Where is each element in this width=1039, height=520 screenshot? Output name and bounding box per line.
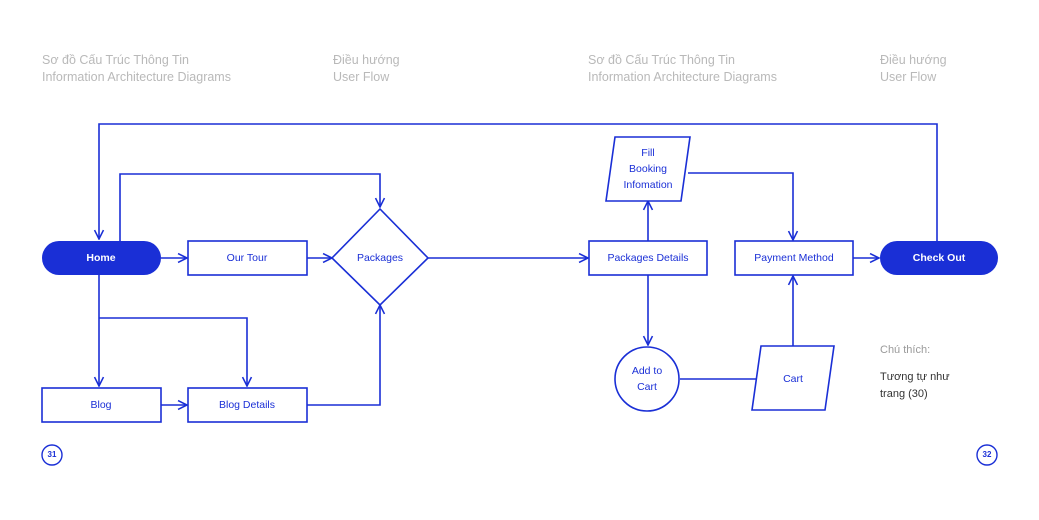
node-add-to-cart-line1: Add to (632, 365, 663, 377)
node-our-tour: Our Tour (187, 240, 308, 276)
page-number-right: 32 (976, 444, 998, 466)
edge-blogdetails-packages (307, 305, 380, 406)
page-number-left: 31 (41, 444, 63, 466)
node-packages: Packages (330, 207, 430, 307)
header-ia-left-en: Information Architecture Diagrams (42, 70, 231, 84)
header-ia-right: Sơ đồ Cấu Trúc Thông Tin Information Arc… (588, 52, 777, 86)
node-blog-details: Blog Details (187, 387, 308, 423)
header-flow-right-vi: Điều hướng (880, 53, 947, 67)
node-fill-booking-line2: Booking (629, 163, 667, 175)
page-number-right-label: 32 (983, 450, 992, 459)
header-flow-right: Điều hướng User Flow (880, 52, 947, 86)
edge-home-packages (119, 173, 380, 241)
header-ia-right-en: Information Architecture Diagrams (588, 70, 777, 84)
edge-checkout-home (99, 123, 938, 241)
node-packages-label: Packages (357, 252, 403, 264)
node-blog-details-label: Blog Details (219, 399, 275, 411)
node-fill-booking-line3: Infomation (623, 179, 672, 191)
header-flow-left-vi: Điều hướng (333, 53, 400, 67)
header-flow-right-en: User Flow (880, 70, 937, 84)
edge-home-blogdetails (99, 317, 247, 386)
node-our-tour-label: Our Tour (227, 252, 268, 264)
legend-body: Tương tự như trang (30) (880, 371, 950, 400)
node-packages-details: Packages Details (588, 240, 708, 276)
header-ia-left: Sơ đồ Cấu Trúc Thông Tin Information Arc… (42, 52, 231, 86)
edge-fill-payment (688, 172, 793, 240)
legend-title: Chú thích: (880, 344, 931, 356)
node-fill-booking: Fill Booking Infomation (605, 136, 691, 202)
node-add-to-cart: Add to Cart (614, 346, 680, 412)
node-packages-details-label: Packages Details (607, 252, 688, 264)
header-flow-left: Điều hướng User Flow (333, 52, 400, 86)
node-blog: Blog (41, 387, 162, 423)
node-cart: Cart (751, 345, 835, 411)
node-home-label: Home (86, 252, 115, 264)
node-fill-booking-line1: Fill (641, 147, 654, 159)
header-flow-left-en: User Flow (333, 70, 390, 84)
node-check-out-label: Check Out (913, 252, 966, 264)
header-ia-left-vi: Sơ đồ Cấu Trúc Thông Tin (42, 53, 189, 67)
node-payment-method: Payment Method (734, 240, 854, 276)
node-blog-label: Blog (90, 399, 111, 411)
node-home: Home (42, 241, 161, 275)
node-payment-method-label: Payment Method (754, 252, 834, 264)
node-cart-label: Cart (783, 373, 803, 385)
page-number-left-label: 31 (48, 450, 57, 459)
node-add-to-cart-line2: Cart (637, 381, 657, 393)
header-ia-right-vi: Sơ đồ Cấu Trúc Thông Tin (588, 53, 735, 67)
node-check-out: Check Out (880, 241, 998, 275)
